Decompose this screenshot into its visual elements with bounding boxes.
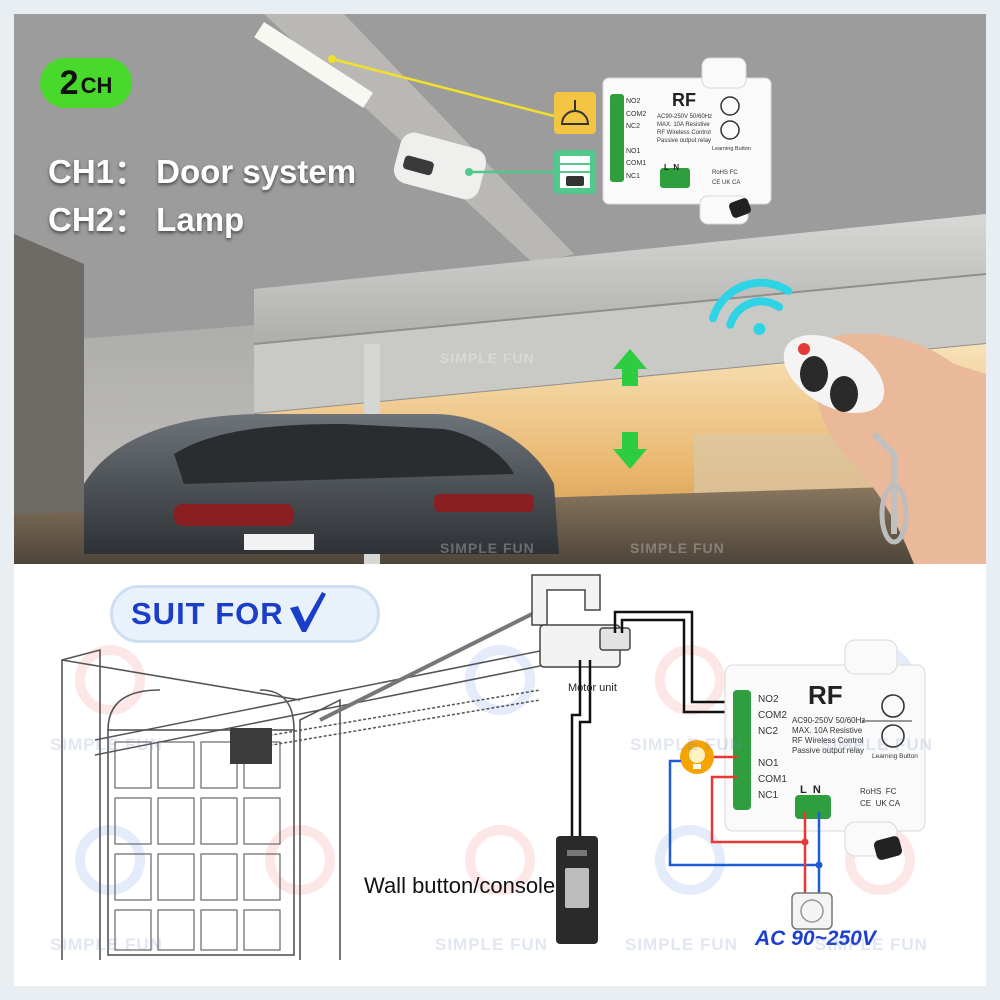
learning-button-label: Learning Button <box>872 753 918 760</box>
watermark: SIMPLE FUN <box>820 735 933 754</box>
motor-unit-label: Motor unit <box>568 682 617 694</box>
garage-scene <box>14 14 986 564</box>
watermark: SIMPLE FUN <box>625 935 738 954</box>
garage-photo <box>14 14 986 564</box>
wall-button-icon <box>556 836 598 944</box>
module-terminals: NO2 COM2 NC2 NO1 COM1 NC1 <box>758 694 787 801</box>
module-specs: AC90-250V 50/60Hz MAX. 10A Resistive RF … <box>792 716 866 755</box>
top-module-title: RF <box>672 90 696 110</box>
checkmark-icon <box>289 592 326 632</box>
power-socket-icon <box>791 892 833 930</box>
watermark: SIMPLE FUN <box>440 540 535 556</box>
wall-button-label: Wall button/console <box>364 873 556 898</box>
channel-2-label: CH2： Lamp <box>48 201 245 238</box>
suit-for-label: SUIT FOR <box>131 596 284 631</box>
watermark: SIMPLE FUN <box>50 735 163 754</box>
power-terminal-labels: L N <box>800 784 821 796</box>
channel-1-label: CH1： Door system <box>48 153 357 190</box>
watermark: SIMPLE FUN <box>435 935 548 954</box>
badge-unit: CH <box>80 73 113 98</box>
watermark: SIMPLE FUN <box>815 935 928 954</box>
top-module-specs: AC90-250V 50/60Hz MAX. 10A Resistive RF … <box>657 114 713 144</box>
wifi-icon <box>708 278 793 336</box>
cert-marks: RoHS FC CE UK CA <box>860 787 901 808</box>
top-cert-marks: RoHS FC CE UK CA <box>712 170 741 186</box>
top-learning-button-label: Learning Button <box>712 146 751 152</box>
bulb-icon <box>680 740 714 774</box>
watermark: SIMPLE FUN <box>630 735 743 754</box>
suit-for-badge: SUIT FOR <box>110 585 380 643</box>
watermark: SIMPLE FUN <box>630 540 725 556</box>
garage-door-icon <box>554 150 596 194</box>
down-arrow-icon <box>613 432 647 469</box>
watermark: SIMPLE FUN <box>440 350 535 366</box>
top-module-terminals: NO2 COM2 NC2 NO1 COM1 NC1 <box>626 98 647 180</box>
watermark: SIMPLE FUN <box>50 935 163 954</box>
channel-count-badge: 2 CH <box>40 58 132 108</box>
module-title: RF <box>808 680 843 710</box>
badge-number: 2 <box>59 63 79 102</box>
top-power-terminal-labels: L N <box>664 163 680 172</box>
up-arrow-icon <box>613 349 647 386</box>
lamp-icon <box>554 92 596 134</box>
power-supply-label: AC 90~250V <box>755 927 876 950</box>
